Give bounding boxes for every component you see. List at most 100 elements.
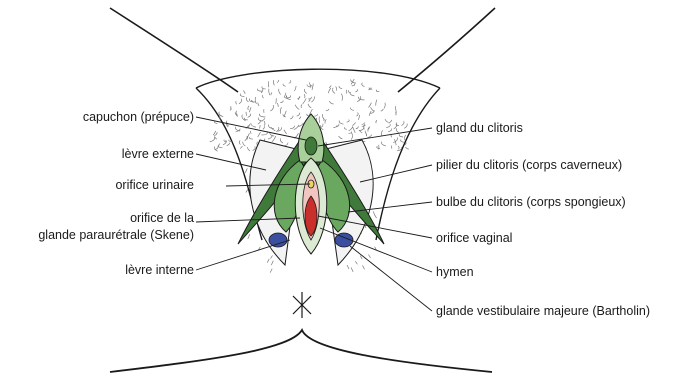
- label-bulb: bulbe du clitoris (corps spongieux): [436, 195, 626, 210]
- hair-stroke: [245, 136, 247, 141]
- hair-stroke: [395, 106, 396, 112]
- label-hood: capuchon (prépuce): [83, 110, 194, 125]
- hair-stroke: [351, 268, 353, 272]
- label-bartholin: glande vestibulaire majeure (Bartholin): [436, 304, 650, 319]
- hair-stroke: [336, 86, 337, 90]
- hair-stroke: [356, 126, 359, 128]
- hair-stroke: [271, 92, 272, 95]
- hair-stroke: [347, 265, 349, 269]
- hair-stroke: [355, 261, 357, 264]
- hair-stroke: [367, 135, 371, 138]
- hair-stroke: [248, 114, 251, 118]
- hair-stroke: [251, 123, 256, 127]
- hair-stroke: [277, 80, 279, 83]
- hair-stroke: [227, 143, 230, 146]
- hair-stroke: [248, 234, 250, 239]
- hair-stroke: [319, 116, 320, 123]
- label-skene-line1: orifice de la: [130, 211, 194, 226]
- hair-stroke: [362, 125, 365, 127]
- hair-stroke: [215, 147, 219, 150]
- hair-stroke: [406, 147, 409, 149]
- hair-stroke: [362, 83, 365, 87]
- bartholin-left: [269, 233, 287, 247]
- label-glans: gland du clitoris: [436, 121, 523, 136]
- hair-stroke: [330, 101, 334, 104]
- hair-stroke: [249, 107, 251, 112]
- hair-stroke: [322, 114, 324, 120]
- hair-stroke: [260, 125, 261, 129]
- hair-stroke: [314, 114, 317, 116]
- hair-stroke: [385, 119, 389, 122]
- hair-stroke: [352, 84, 355, 86]
- hair-stroke: [349, 127, 353, 131]
- hair-stroke: [311, 96, 314, 102]
- right-hip-outline: [376, 88, 440, 240]
- hair-stroke: [333, 125, 337, 127]
- hair-stroke: [308, 104, 311, 108]
- hair-stroke: [369, 103, 372, 108]
- hair-stroke: [290, 116, 293, 119]
- hair-stroke: [295, 105, 299, 110]
- hair-stroke: [273, 80, 274, 85]
- hair-stroke: [243, 142, 246, 146]
- hair-stroke: [320, 124, 323, 128]
- hair-stroke: [355, 89, 357, 92]
- hair-stroke: [213, 131, 216, 135]
- hair-stroke: [280, 138, 283, 143]
- label-crus: pilier du clitoris (corps caverneux): [436, 158, 622, 173]
- label-skene-line2: glande paraurétrale (Skene): [38, 228, 194, 243]
- hair-stroke: [248, 106, 249, 110]
- hair-stroke: [388, 129, 391, 132]
- hair-stroke: [267, 259, 269, 263]
- hair-stroke: [398, 146, 399, 149]
- hair-stroke: [240, 146, 242, 149]
- hair-stroke: [371, 107, 374, 111]
- hair-stroke: [257, 89, 261, 91]
- hair-stroke: [250, 131, 251, 134]
- hair-stroke: [264, 121, 265, 126]
- label-vaginal-orifice: orifice vaginal: [436, 231, 512, 246]
- hair-stroke: [283, 84, 286, 87]
- hair-stroke: [312, 84, 313, 90]
- hair-stroke: [243, 91, 245, 94]
- hair-stroke: [290, 126, 295, 129]
- hair-stroke: [263, 126, 265, 129]
- hair-stroke: [326, 109, 329, 111]
- hair-stroke: [297, 113, 300, 117]
- hair-stroke: [262, 118, 265, 121]
- hair-stroke: [262, 95, 263, 98]
- hair-stroke: [272, 136, 276, 142]
- hair-stroke: [246, 97, 248, 102]
- hair-stroke: [402, 121, 405, 125]
- hair-stroke: [386, 124, 390, 127]
- hair-stroke: [376, 90, 379, 92]
- label-urethral-orifice: orifice urinaire: [115, 178, 194, 193]
- hair-stroke: [294, 125, 299, 130]
- hair-stroke: [377, 146, 380, 149]
- hair-stroke: [277, 103, 278, 107]
- hair-stroke: [366, 132, 367, 135]
- hair-stroke: [287, 96, 291, 99]
- hair-stroke: [350, 108, 353, 111]
- hair-stroke: [270, 269, 272, 273]
- hair-stroke: [391, 146, 392, 149]
- hair-stroke: [284, 130, 287, 134]
- hair-stroke: [394, 123, 397, 129]
- hair-stroke: [364, 124, 365, 129]
- hair-stroke: [304, 89, 306, 94]
- hair-stroke: [298, 96, 300, 98]
- hair-stroke: [271, 255, 273, 258]
- hair-stroke: [325, 119, 326, 123]
- hair-stroke: [268, 81, 269, 87]
- hair-stroke: [253, 147, 256, 151]
- hair-stroke: [329, 85, 331, 88]
- hair-stroke: [258, 103, 259, 107]
- hair-stroke: [344, 127, 346, 129]
- hair-stroke: [239, 141, 240, 145]
- hair-stroke: [246, 189, 248, 192]
- hair-stroke: [347, 120, 350, 123]
- hair-stroke: [363, 265, 365, 269]
- hair-stroke: [269, 125, 274, 129]
- hair-stroke: [276, 98, 277, 103]
- hair-stroke: [393, 138, 397, 143]
